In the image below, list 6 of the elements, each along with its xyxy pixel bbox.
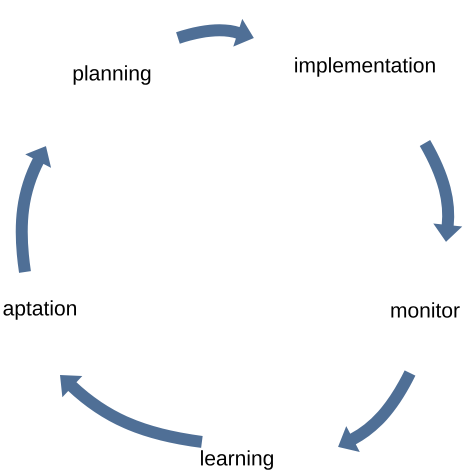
stage-label: learning xyxy=(201,450,273,470)
stage-label: implementation xyxy=(295,57,435,77)
curved-arrow xyxy=(60,375,203,448)
stage-label: aptation xyxy=(4,300,76,320)
stage-label: planning xyxy=(74,65,150,85)
stage-label: monitor xyxy=(391,302,460,318)
